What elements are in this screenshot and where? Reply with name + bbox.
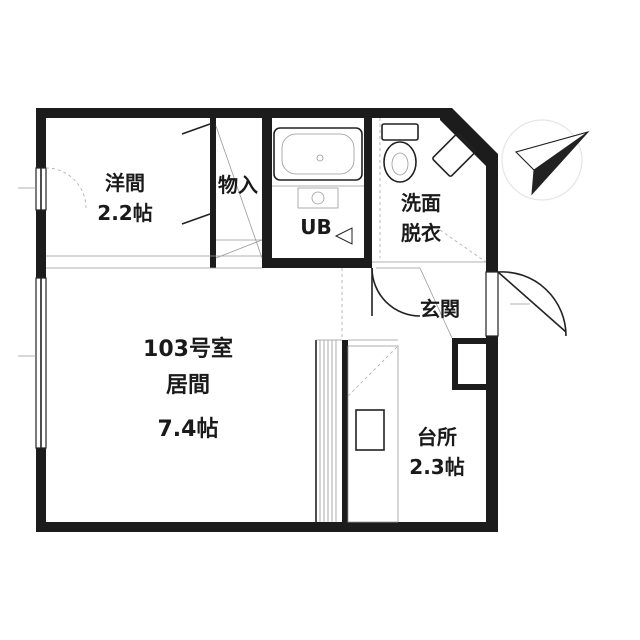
interior-walls (210, 118, 486, 522)
wall-shoebox-bottom (452, 384, 486, 390)
unit-number: 103号室 (143, 336, 233, 362)
wall-east-lower (486, 336, 498, 532)
wall-storage (210, 118, 216, 268)
wall-bath-south (262, 258, 372, 268)
living-room-name: 居間 (166, 373, 210, 398)
wall-kitchen-west (342, 340, 348, 522)
partition-lines (46, 118, 487, 341)
kitchen-name: 台所 (417, 425, 457, 449)
storage-doors (181, 123, 263, 259)
wall-northeast (440, 108, 498, 166)
storage-name: 物入 (218, 173, 258, 197)
wall-north (36, 108, 446, 118)
bath-name: UB (300, 215, 331, 239)
entrance-name: 玄関 (420, 297, 460, 321)
step-lines (315, 339, 342, 522)
wall-south (36, 522, 498, 532)
living-room-size: 7.4帖 (158, 417, 219, 442)
sink-icon (355, 409, 385, 451)
kitchen-size: 2.3帖 (409, 455, 464, 479)
wall-shoebox-left (452, 338, 458, 390)
washroom-name-line1: 洗面 (401, 191, 441, 215)
washroom-name-line2: 脱衣 (401, 221, 441, 245)
kitchen-counter (347, 345, 399, 523)
window-west-upper (18, 167, 87, 211)
wall-east-upper (486, 154, 498, 272)
wall-bath-west (262, 118, 272, 268)
washbasin-icon (432, 133, 476, 177)
western-room-name: 洋間 (105, 171, 145, 195)
wall-shoebox-top (452, 338, 486, 344)
window-west-lower (18, 277, 47, 449)
entrance-door (485, 271, 567, 337)
wall-bath-east (364, 118, 372, 268)
bathtub-icon (272, 127, 364, 245)
toilet-icon (381, 123, 419, 183)
washroom-door (371, 267, 421, 317)
western-room-size: 2.2帖 (97, 201, 152, 225)
north-arrow-icon (501, 119, 590, 201)
